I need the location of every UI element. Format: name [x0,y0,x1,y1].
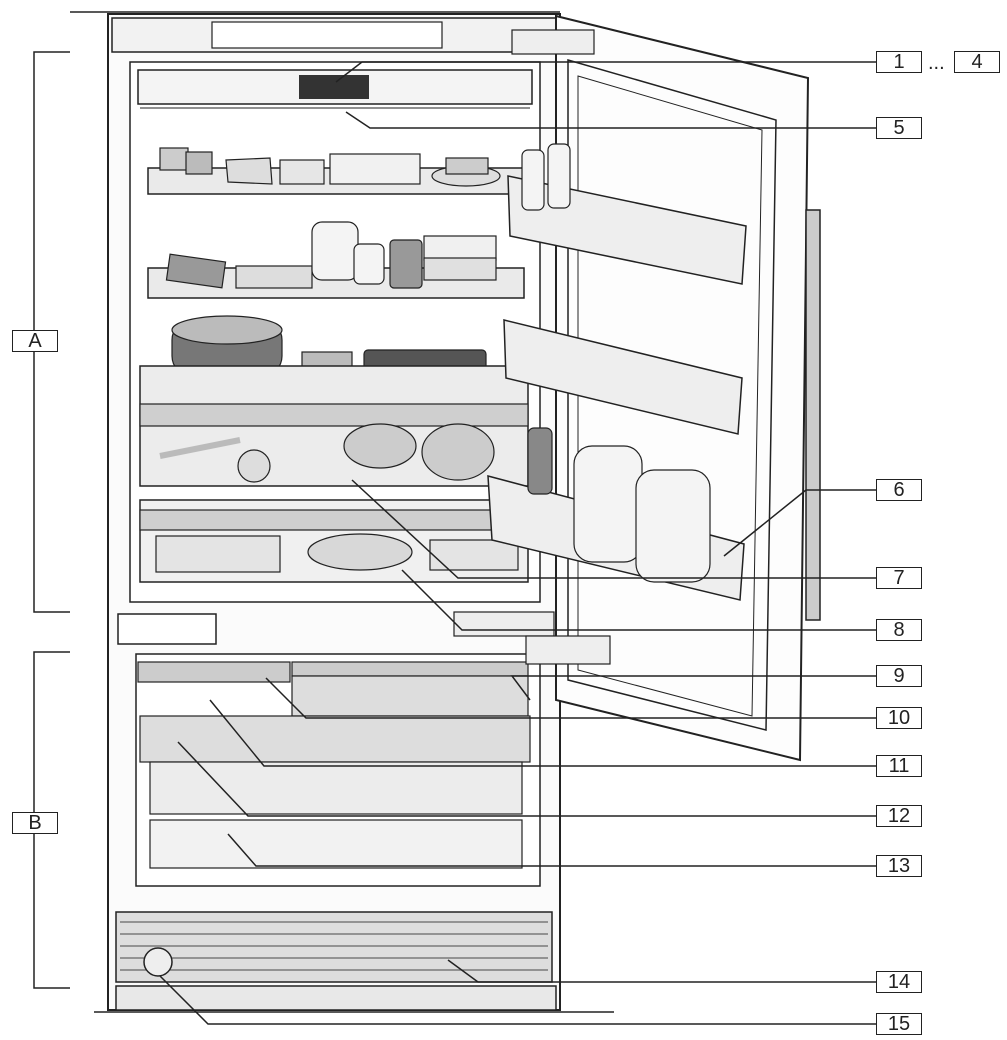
callout-14: 14 [876,971,922,993]
leader-10 [265,677,876,719]
leader-1 [335,61,876,83]
callout-6: 6 [876,479,922,501]
leader-8 [401,569,876,631]
freezer-bottom-drawer [149,819,523,869]
freezer-basket-upper [291,675,529,717]
section-label-a: A [12,330,58,352]
callout-7: 7 [876,567,922,589]
freezer-tray [139,715,531,763]
callout-9: 9 [876,665,922,687]
range-separator: ... [928,52,945,74]
fan-knob [143,947,173,977]
callout-5: 5 [876,117,922,139]
callout-13: 13 [876,855,922,877]
callout-1: 1 [876,51,922,73]
leader-15 [159,975,876,1025]
leader-12 [177,741,876,817]
leader-5 [345,111,876,129]
callout-11: 11 [876,755,922,777]
leader-11 [209,699,876,767]
section-label-b: B [12,812,58,834]
leader-6 [723,489,876,557]
leader-14 [447,959,876,983]
freezer-basket-lower [149,761,523,815]
leader-9 [510,675,876,701]
callout-12: 12 [876,805,922,827]
leader-7 [351,479,876,579]
callout-4: 4 [954,51,1000,73]
control-display [299,75,369,99]
leader-13 [227,833,876,867]
callout-15: 15 [876,1013,922,1035]
callout-10: 10 [876,707,922,729]
door-bin-2 [503,319,743,435]
callout-8: 8 [876,619,922,641]
